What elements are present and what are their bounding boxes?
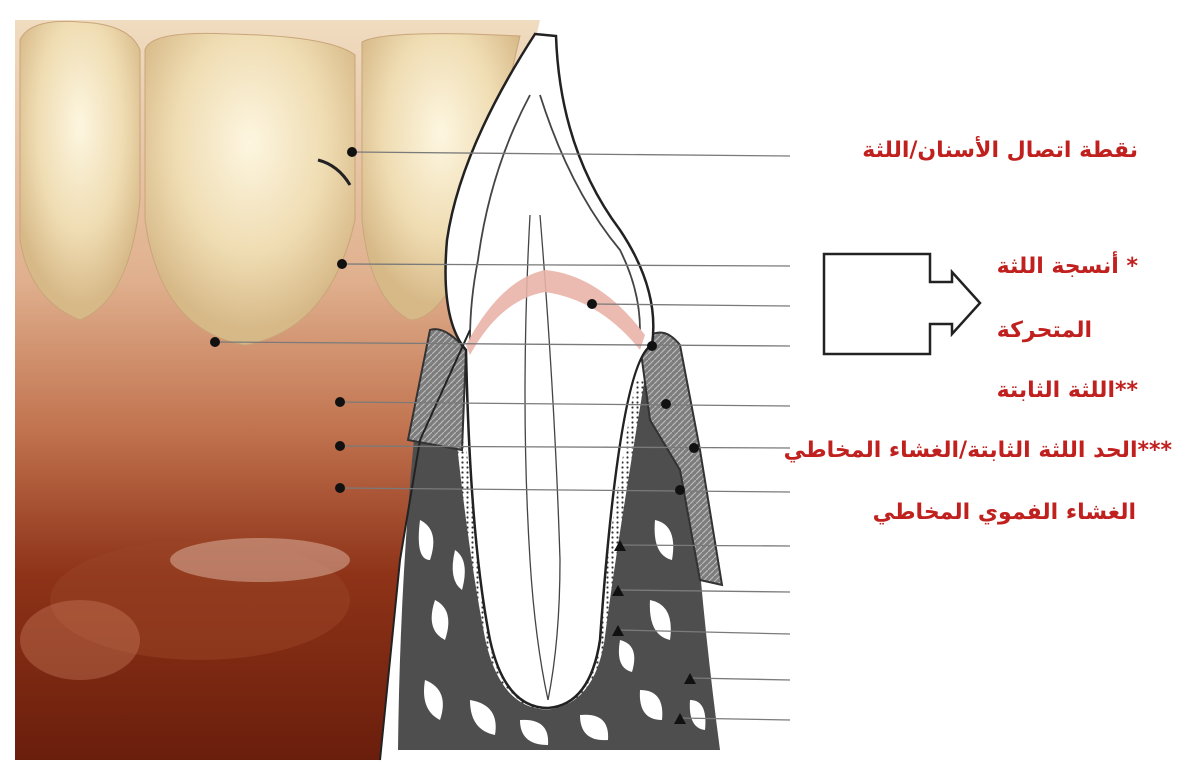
label-attached-gingiva: **اللثة الثابتة	[997, 378, 1138, 403]
dot-marker-icon	[335, 483, 345, 493]
dot-marker-icon	[210, 337, 220, 347]
teeth-photo	[20, 21, 520, 345]
dot-marker-icon	[347, 147, 357, 157]
dot-marker-icon	[689, 443, 699, 453]
label-oral-mucosa: الغشاء الفموي المخاطي	[873, 500, 1136, 525]
dot-marker-icon	[661, 399, 671, 409]
dot-marker-icon	[647, 341, 657, 351]
outline-right-arrow-icon	[824, 254, 980, 354]
label-free-gingiva-line2: المتحركة	[997, 318, 1092, 343]
label-mucogingival-junction: ***الحد اللثة الثابتة/الغشاء المخاطي	[784, 438, 1172, 463]
dot-marker-icon	[335, 441, 345, 451]
label-free-gingiva-line1: * أنسجة اللثة	[997, 254, 1138, 279]
dot-marker-icon	[675, 485, 685, 495]
dot-marker-icon	[587, 299, 597, 309]
dot-marker-icon	[335, 397, 345, 407]
dot-marker-icon	[337, 259, 347, 269]
label-junction: نقطة اتصال الأسنان/اللثة	[862, 138, 1138, 163]
